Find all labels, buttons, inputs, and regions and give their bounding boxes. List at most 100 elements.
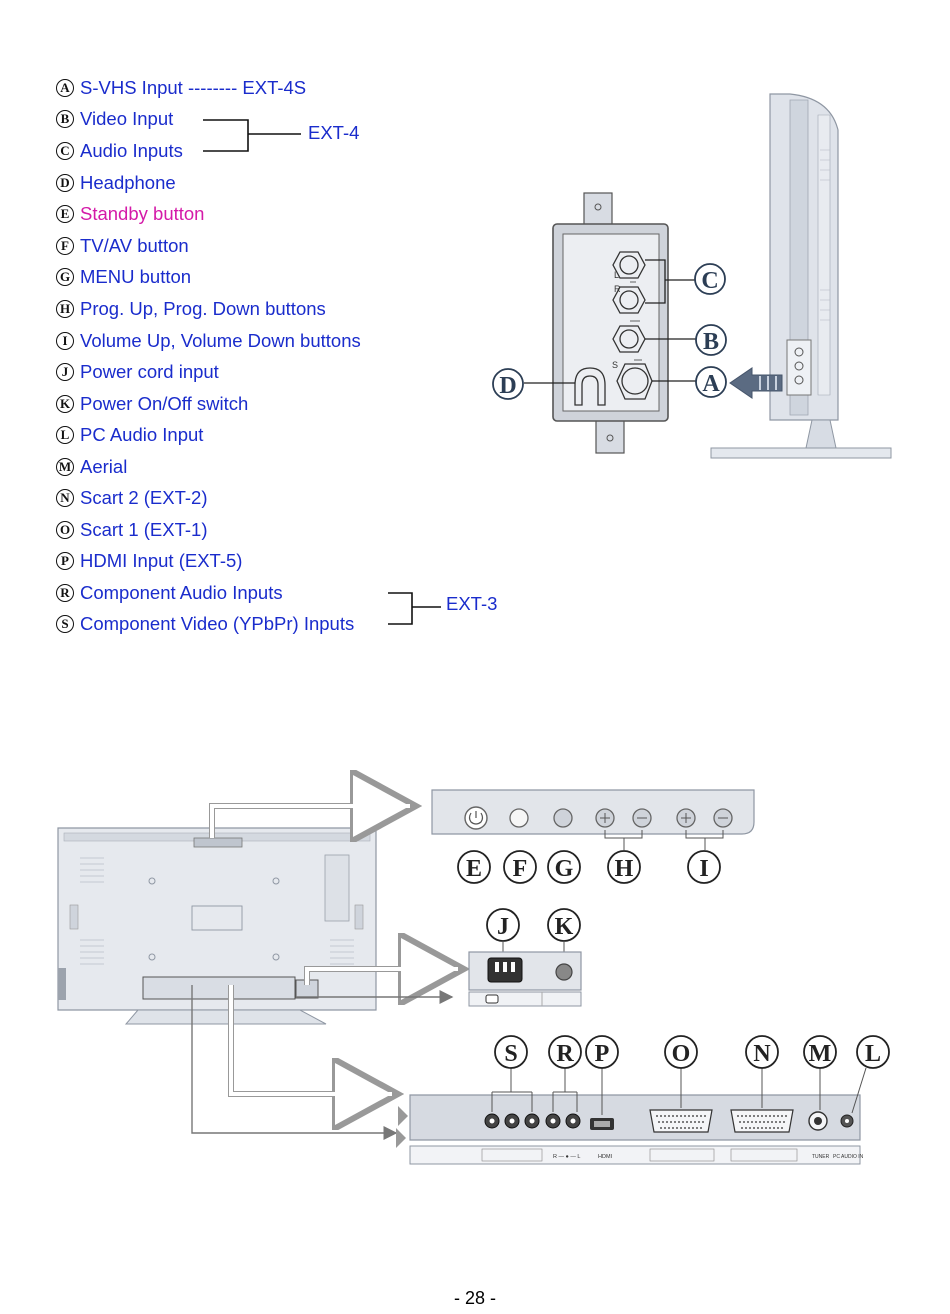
- legend-label-f: TV/AV button: [80, 235, 189, 256]
- badge-n: N: [56, 489, 74, 507]
- callout-f-text: F: [513, 856, 528, 882]
- connector-panel: R — ● — L HDMI TUNER PC AUDIO IN: [396, 1094, 864, 1165]
- callout-o: O: [664, 1035, 698, 1069]
- callout-n-text: N: [753, 1041, 771, 1067]
- callout-l-text: L: [865, 1041, 881, 1067]
- legend-item-s: S Component Video (YPbPr) Inputs: [56, 612, 354, 636]
- power-panel: J K: [468, 908, 582, 1007]
- callout-i: I: [687, 850, 721, 884]
- legend-item-d: D Headphone: [56, 171, 176, 195]
- callout-p: P: [585, 1035, 619, 1069]
- callout-c-text: C: [701, 268, 718, 294]
- strip-hdmi-text: HDMI: [598, 1154, 613, 1160]
- button-panel: [431, 789, 755, 835]
- jack-r-text: R: [614, 284, 621, 294]
- legend-label-l: PC Audio Input: [80, 424, 204, 445]
- callout-m-text: M: [809, 1041, 832, 1067]
- callout-r-text: R: [556, 1041, 574, 1067]
- legend-label-k: Power On/Off switch: [80, 393, 249, 414]
- legend-label-h: Prog. Up, Prog. Down buttons: [80, 298, 326, 319]
- callout-h: H: [607, 850, 641, 884]
- callout-d: D: [492, 368, 524, 400]
- badge-d: D: [56, 174, 74, 192]
- legend-label-p: HDMI Input (EXT-5): [80, 550, 243, 571]
- badge-r: R: [56, 584, 74, 602]
- side-arrow: [729, 367, 783, 399]
- tv-rear-view: [57, 827, 377, 1025]
- callout-r: R: [548, 1035, 582, 1069]
- callout-j-text: J: [497, 914, 509, 940]
- badge-b: B: [56, 110, 74, 128]
- legend-item-m: M Aerial: [56, 455, 127, 479]
- tv-side-view: [710, 93, 892, 459]
- badge-k: K: [56, 395, 74, 413]
- legend-item-p: P HDMI Input (EXT-5): [56, 549, 242, 573]
- legend-item-f: F TV/AV button: [56, 234, 189, 258]
- strip-pcaudio-text: PC AUDIO IN: [833, 1154, 864, 1160]
- badge-p: P: [56, 552, 74, 570]
- legend-label-j: Power cord input: [80, 361, 219, 382]
- legend-item-k: K Power On/Off switch: [56, 392, 248, 416]
- callout-c: C: [694, 263, 726, 295]
- callout-h-text: H: [615, 856, 634, 882]
- side-connector-panel: L R S: [552, 192, 669, 454]
- callout-n: N: [745, 1035, 779, 1069]
- callout-e-text: E: [466, 856, 482, 882]
- legend-label-d: Headphone: [80, 172, 176, 193]
- badge-e: E: [56, 205, 74, 223]
- legend-label-g: MENU button: [80, 266, 192, 287]
- legend-label-i: Volume Up, Volume Down buttons: [80, 330, 361, 351]
- callout-k-text: K: [555, 914, 574, 940]
- badge-m: M: [56, 458, 74, 476]
- legend-item-j: J Power cord input: [56, 360, 219, 384]
- callout-k: K: [547, 908, 581, 942]
- legend-label-c: Audio Inputs: [80, 140, 183, 161]
- legend-label-s: Component Video (YPbPr) Inputs: [80, 613, 355, 634]
- button-leaders: [604, 830, 724, 850]
- badge-f: F: [56, 237, 74, 255]
- callout-d-text: D: [499, 373, 516, 399]
- callout-i-text: I: [699, 856, 708, 882]
- legend-item-l: L PC Audio Input: [56, 423, 203, 447]
- callout-j: J: [486, 908, 520, 942]
- callout-l: L: [856, 1035, 890, 1069]
- legend-item-r: R Component Audio Inputs: [56, 581, 283, 605]
- badge-s: S: [56, 615, 74, 633]
- callout-g: G: [547, 850, 581, 884]
- badge-l: L: [56, 426, 74, 444]
- callout-b-text: B: [703, 329, 719, 355]
- badge-c: C: [56, 142, 74, 160]
- badge-a: A: [56, 79, 74, 97]
- ext3-label: EXT-3: [446, 593, 498, 614]
- connector-leaders: [491, 1067, 867, 1115]
- jack-s-text: S: [612, 360, 618, 370]
- callout-a: A: [695, 366, 727, 398]
- page-number: - 28 -: [453, 1288, 496, 1308]
- side-leaders: [524, 259, 696, 384]
- ext3-bracket: [388, 592, 441, 625]
- badge-j: J: [56, 363, 74, 381]
- legend-label-n: Scart 2 (EXT-2): [80, 487, 208, 508]
- callout-s-text: S: [504, 1041, 517, 1067]
- legend-item-o: O Scart 1 (EXT-1): [56, 518, 207, 542]
- strip-tuner-text: TUNER: [812, 1154, 830, 1160]
- callout-g-text: G: [555, 856, 574, 882]
- legend-item-g: G MENU button: [56, 265, 191, 289]
- rear-arrows: [191, 806, 458, 1140]
- jack-l-text: L: [614, 270, 619, 280]
- ext4-bracket: [203, 119, 301, 152]
- legend-label-o: Scart 1 (EXT-1): [80, 519, 208, 540]
- legend-label-r: Component Audio Inputs: [80, 582, 283, 603]
- callout-a-text: A: [702, 371, 720, 397]
- strip-rl-text: R — ● — L: [553, 1154, 580, 1160]
- callout-p-text: P: [595, 1041, 610, 1067]
- legend-label-m: Aerial: [80, 456, 128, 477]
- badge-i: I: [56, 332, 74, 350]
- badge-o: O: [56, 521, 74, 539]
- badge-g: G: [56, 268, 74, 286]
- callout-m: M: [803, 1035, 837, 1069]
- callout-f: F: [503, 850, 537, 884]
